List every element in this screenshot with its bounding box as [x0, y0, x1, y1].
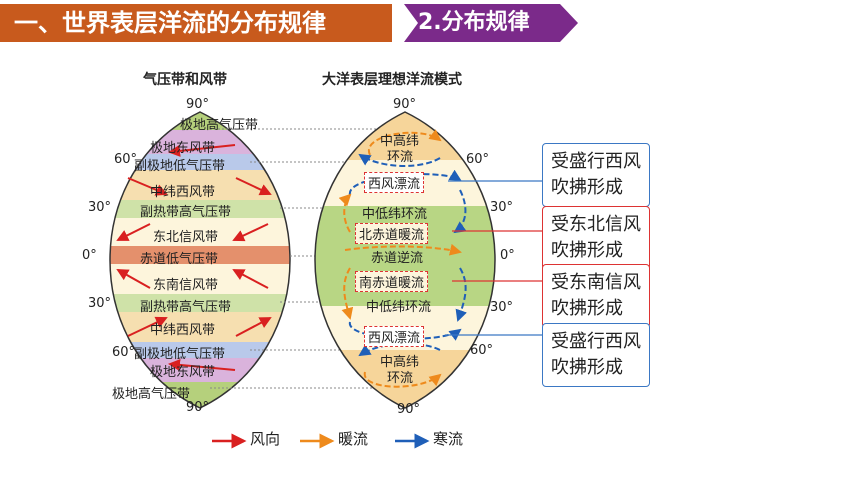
belt-label: 副热带高气压带 — [140, 205, 232, 220]
chevron-arrow-icon — [392, 4, 578, 42]
belt-label: 赤道低气压带 — [140, 252, 219, 267]
current-label: 赤道逆流 — [371, 251, 424, 266]
lat-label: 30° — [88, 296, 112, 311]
section-title: 一、世界表层洋流的分布规律 — [0, 4, 392, 42]
legend-cold: 寒流 — [433, 430, 464, 448]
current-label: 中低纬环流 — [362, 207, 428, 222]
current-label: 中高纬 — [380, 134, 420, 149]
lat-label: 30° — [88, 200, 112, 215]
current-label: 西风漂流 — [364, 172, 425, 193]
belt-label: 东北信风带 — [153, 230, 219, 245]
lat-label: 30° — [490, 300, 514, 315]
note-box-westerly-south: 受盛行西风 吹拂形成 — [542, 323, 650, 387]
current-label: 环流 — [387, 371, 414, 386]
legend-wind: 风向 — [250, 430, 281, 448]
lat-label: 60° — [470, 343, 494, 358]
current-label: 中低纬环流 — [366, 300, 432, 315]
right-diagram-title: 大洋表层理想洋流模式 — [322, 72, 462, 88]
current-label: 北赤道暖流 — [355, 223, 429, 244]
belt-label: 副极地低气压带 — [134, 159, 226, 174]
current-label: 西风漂流 — [364, 326, 425, 347]
belt-label: 副热带高气压带 — [140, 300, 232, 315]
lat-label: 60° — [112, 345, 136, 360]
current-label: 中高纬 — [380, 355, 420, 370]
belt-label: 副极地低气压带 — [134, 347, 226, 362]
belt-label: 极地高气压带 — [180, 118, 259, 133]
section-subtitle-tab: 2.分布规律 — [392, 4, 578, 42]
lat-label: 90° — [186, 97, 210, 112]
belt-label: 东南信风带 — [153, 278, 219, 293]
note-box-westerly-north: 受盛行西风 吹拂形成 — [542, 143, 650, 207]
legend-warm: 暖流 — [338, 430, 369, 448]
section-subtitle: 2.分布规律 — [418, 10, 530, 35]
note-box-ne-trade: 受东北信风 吹拂形成 — [542, 206, 650, 270]
belt-label: 中纬西风带 — [150, 185, 216, 200]
current-label: 环流 — [387, 150, 414, 165]
lat-label: 90° — [393, 97, 417, 112]
note-box-se-trade: 受东南信风 吹拂形成 — [542, 264, 650, 328]
lat-label: 0° — [82, 248, 97, 263]
belt-label: 中纬西风带 — [150, 323, 216, 338]
lat-label: 60° — [114, 152, 138, 167]
belt-label: 极地东风带 — [150, 141, 216, 156]
lat-label: 90° — [186, 400, 210, 415]
left-diagram-title: 气压带和风带 — [143, 72, 227, 88]
lat-label: 0° — [500, 248, 515, 263]
lat-label: 30° — [490, 200, 514, 215]
belt-label: 极地东风带 — [150, 365, 216, 380]
current-label: 南赤道暖流 — [355, 271, 429, 292]
belt-label: 极地高气压带 — [112, 387, 191, 402]
lat-label: 90° — [397, 402, 421, 417]
lat-label: 60° — [466, 152, 490, 167]
